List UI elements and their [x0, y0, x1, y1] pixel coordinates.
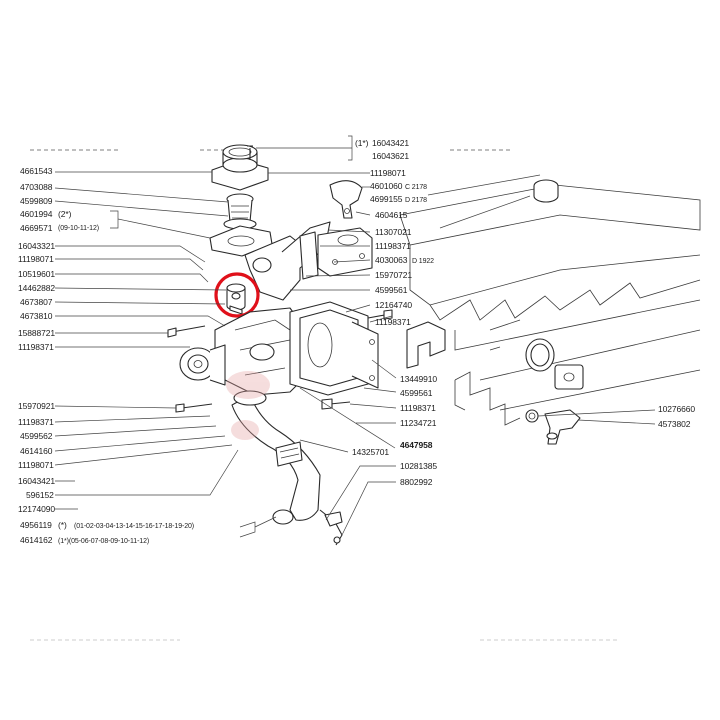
part-label: 4599561 [400, 388, 433, 398]
part-label: 4956119 [20, 520, 52, 530]
part-label: 16043421 [372, 138, 410, 148]
part-label-note: (1*)(05-06-07-08-09-10-11-12) [58, 538, 150, 545]
thermostat-housing [244, 221, 373, 301]
part-label: 11234721 [400, 418, 437, 428]
part-label: 8802992 [400, 477, 433, 487]
part-label: 15970721 [375, 270, 413, 280]
part-label: 15970921 [18, 401, 56, 411]
part-label: 4673807 [20, 297, 53, 307]
smudge [226, 371, 270, 440]
part-label-note: C 2178 [405, 184, 427, 191]
part-label: 14325701 [352, 447, 390, 457]
part-label-note: D 1922 [412, 258, 434, 265]
part-label: 4703088 [20, 182, 53, 192]
part-label: 13449910 [400, 374, 438, 384]
part-label: 12174090 [18, 504, 56, 514]
engine-block-outline [399, 179, 701, 426]
part-label: 16043621 [372, 151, 410, 161]
part-label: 11198371 [375, 317, 411, 327]
part-label: 11198371 [400, 403, 436, 413]
part-label: 10519601 [18, 269, 56, 279]
part-label: 596152 [26, 490, 54, 500]
part-label: 11198371 [18, 342, 54, 352]
part-label: 4601994 [20, 209, 53, 219]
leader-lines-right [256, 135, 656, 536]
part-label: 11307021 [375, 227, 412, 237]
part-label: 11198371 [18, 417, 54, 427]
leader-lines-left [54, 171, 277, 538]
coolant-pipe [231, 390, 343, 546]
thermostat-cover [211, 144, 269, 191]
part-label: 4599562 [20, 431, 53, 441]
part-label: 12164740 [375, 300, 413, 310]
part-label: 11198071 [18, 460, 54, 470]
part-label: 4030063 [375, 255, 408, 265]
water-pump [167, 307, 303, 413]
part-label: 4699155 [370, 194, 403, 204]
part-label: 10281385 [400, 461, 438, 471]
part-label-note: (2*) [58, 209, 72, 219]
part-label: 14462882 [18, 283, 56, 293]
part-label: 4614162 [20, 535, 53, 545]
part-label: 4599561 [375, 285, 408, 295]
background-dashes [30, 149, 620, 641]
part-label: 4601060 [370, 181, 403, 191]
part-label-note: (01-02-03-04-13-14-15-16-17-18-19-20) [74, 523, 195, 530]
thermostat [223, 193, 257, 230]
drain-cock [525, 409, 581, 445]
part-label-note: (09-10-11-12) [58, 225, 99, 232]
part-label: 4669571 [20, 223, 53, 233]
highlighted-fitting [226, 283, 246, 315]
part-label: 4673810 [20, 311, 53, 321]
pump-cover-plate [289, 301, 393, 410]
part-label: 4647958 [400, 440, 433, 450]
part-label-note: D 2178 [405, 197, 427, 204]
part-label: 15888721 [18, 328, 56, 338]
part-label: 4661543 [20, 166, 53, 176]
part-label: 11198071 [18, 254, 54, 264]
part-label: 10276660 [658, 404, 696, 414]
part-label: 4604615 [375, 210, 408, 220]
highlight-circle [214, 272, 260, 318]
part-label: 4599809 [20, 196, 53, 206]
part-label: 4614160 [20, 446, 53, 456]
part-label-note: (1*) [355, 138, 369, 148]
part-label: 16043321 [18, 241, 56, 251]
lifting-bracket [329, 180, 363, 219]
part-label: 4573802 [658, 419, 691, 429]
part-label: 11198071 [370, 168, 406, 178]
part-label-note: (*) [58, 520, 67, 530]
part-label: 11198371 [375, 241, 411, 251]
part-label: 16043421 [18, 476, 56, 486]
